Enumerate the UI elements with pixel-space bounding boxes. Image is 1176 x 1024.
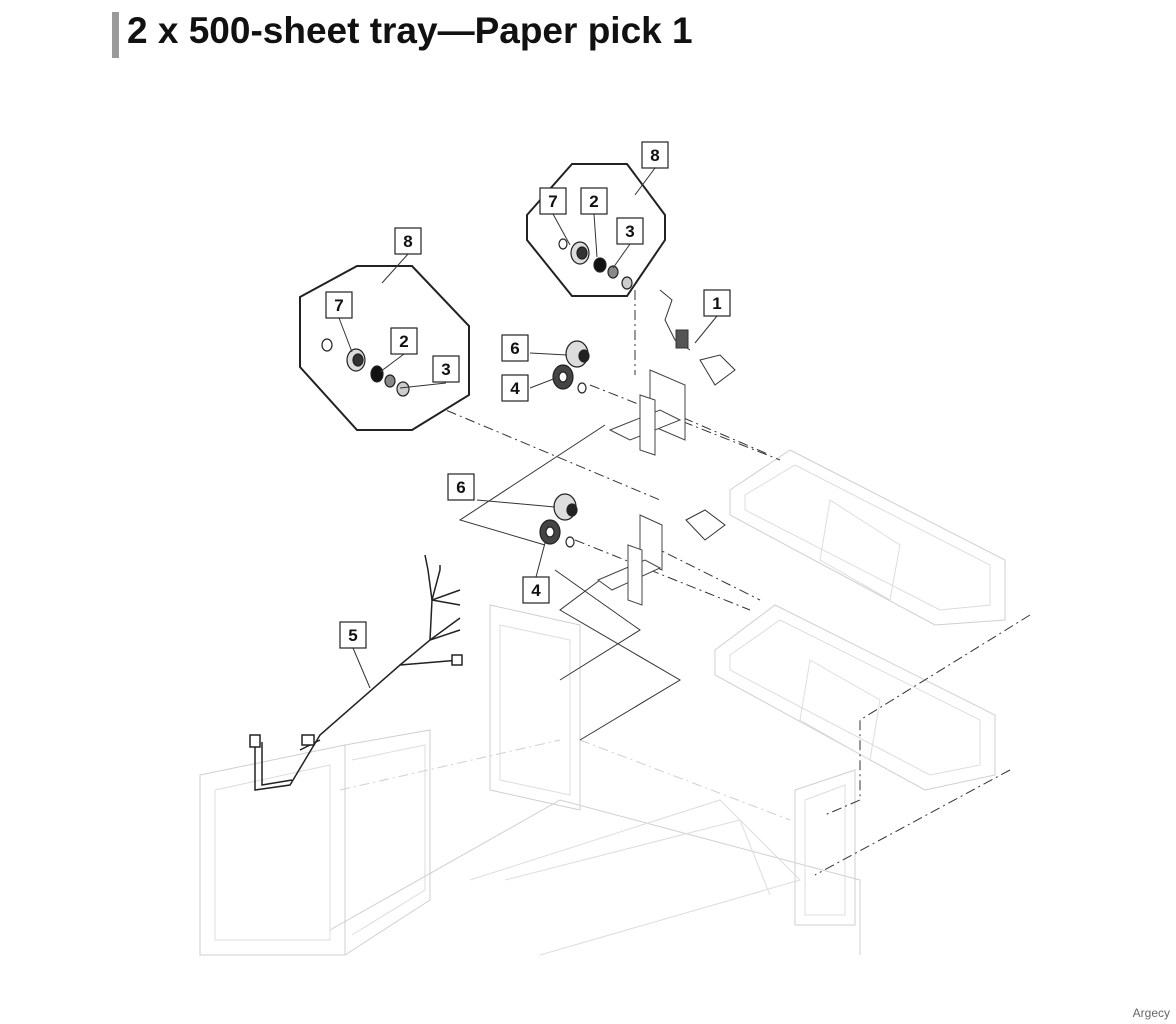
svg-text:2: 2 (399, 332, 408, 351)
watermark: Argecy (1132, 1006, 1170, 1020)
inset-box-left (299, 265, 470, 431)
callout-8-left: 8 (394, 227, 422, 255)
callout-2-upper: 2 (580, 187, 608, 215)
svg-text:5: 5 (348, 626, 357, 645)
svg-text:7: 7 (334, 296, 343, 315)
pick-bracket-upper (608, 369, 686, 456)
callout-8-upper: 8 (641, 141, 669, 169)
gear-6-upper (565, 340, 590, 368)
gear-4-upper (552, 364, 587, 394)
gear-4-lower (539, 519, 575, 548)
roller-assembly-upper (558, 238, 633, 290)
printer-frame-ghost (199, 449, 1006, 956)
pick-bracket-lower (596, 514, 663, 606)
callout-5: 5 (339, 621, 367, 649)
inset-box-upper (526, 163, 666, 297)
callout-7-left: 7 (325, 291, 353, 319)
svg-text:6: 6 (456, 478, 465, 497)
svg-text:3: 3 (625, 222, 634, 241)
svg-text:2: 2 (589, 192, 598, 211)
callout-3-upper: 3 (616, 217, 644, 245)
svg-text:8: 8 (650, 146, 659, 165)
callout-4-lower: 4 (522, 576, 550, 604)
page-title: 2 x 500-sheet tray—Paper pick 1 (127, 10, 693, 51)
cable-harness (249, 554, 463, 791)
callout-3-left: 3 (432, 355, 460, 383)
sensor-part (659, 289, 736, 541)
callout-leaders (338, 167, 718, 689)
title-accent-bar (112, 12, 119, 58)
callout-1: 1 (703, 289, 731, 317)
roller-assembly-left (321, 338, 410, 397)
callout-4-upper: 4 (501, 374, 529, 402)
svg-text:8: 8 (403, 232, 412, 251)
svg-text:7: 7 (548, 192, 557, 211)
svg-text:3: 3 (441, 360, 450, 379)
callout-2-left: 2 (390, 327, 418, 355)
gear-6-lower (553, 493, 578, 521)
callout-7-upper: 7 (539, 187, 567, 215)
svg-text:6: 6 (510, 339, 519, 358)
callout-6-upper: 6 (501, 334, 529, 362)
callout-6-lower: 6 (447, 473, 475, 501)
svg-text:4: 4 (510, 379, 520, 398)
svg-text:4: 4 (531, 581, 541, 600)
svg-text:1: 1 (712, 294, 721, 313)
